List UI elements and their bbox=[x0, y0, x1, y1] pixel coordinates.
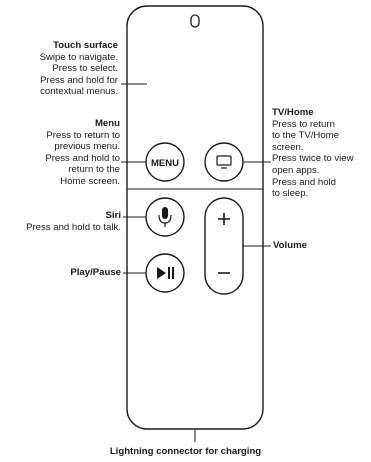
play-pause-label: Play/Pause bbox=[0, 267, 121, 279]
touch-surface-line: contextual menus. bbox=[40, 86, 118, 98]
tv-home-title: TV/Home bbox=[272, 107, 314, 118]
ir-window bbox=[190, 14, 200, 28]
tv-home-line: to sleep. bbox=[272, 188, 309, 200]
menu-line: Press and hold to bbox=[45, 152, 120, 164]
menu-line: return to the bbox=[68, 164, 120, 176]
tv-home-line: Press and hold bbox=[272, 176, 336, 188]
siri-button[interactable] bbox=[145, 197, 185, 237]
tv-home-line: to the TV/Home bbox=[272, 130, 340, 142]
menu-button[interactable]: MENU bbox=[145, 142, 185, 182]
menu-line: Press to return to bbox=[46, 129, 120, 141]
tv-home-line: Press twice to view bbox=[272, 153, 354, 165]
menu-button-label: MENU bbox=[151, 158, 179, 169]
touch-surface-line: Press and hold for bbox=[40, 74, 118, 86]
touch-surface-title: Touch surface bbox=[53, 40, 118, 51]
touch-surface-label: Touch surface Swipe to navigate. Press t… bbox=[0, 40, 118, 98]
menu-title: Menu bbox=[94, 118, 120, 129]
siri-line: Press and hold to talk. bbox=[26, 221, 121, 233]
tv-home-line: Press to return bbox=[272, 118, 335, 130]
menu-line: previous menu. bbox=[54, 141, 120, 153]
volume-title: Volume bbox=[273, 240, 307, 251]
touch-surface-line: Press to select. bbox=[52, 63, 118, 75]
siri-label: Siri Press and hold to talk. bbox=[0, 210, 121, 233]
siri-title: Siri bbox=[105, 210, 121, 221]
play-pause-button[interactable] bbox=[145, 253, 185, 293]
microphone-icon bbox=[158, 207, 172, 227]
tv-home-label: TV/Home Press to return to the TV/Home s… bbox=[272, 107, 371, 200]
lightning-connector-label: Lightning connector for charging bbox=[109, 446, 262, 457]
tv-screen-icon bbox=[216, 155, 232, 169]
menu-line: Home screen. bbox=[60, 175, 120, 187]
volume-label: Volume bbox=[273, 240, 363, 252]
play-pause-title: Play/Pause bbox=[70, 267, 121, 278]
menu-label: Menu Press to return to previous menu. P… bbox=[0, 118, 120, 188]
volume-up-button[interactable] bbox=[218, 213, 230, 225]
tv-home-line: screen. bbox=[272, 141, 304, 153]
tv-home-button[interactable] bbox=[204, 142, 244, 182]
play-pause-icon bbox=[157, 267, 174, 279]
touch-surface-line: Swipe to navigate. bbox=[39, 51, 118, 63]
volume-rocker[interactable] bbox=[204, 197, 244, 295]
tv-home-line: open apps. bbox=[272, 164, 320, 176]
